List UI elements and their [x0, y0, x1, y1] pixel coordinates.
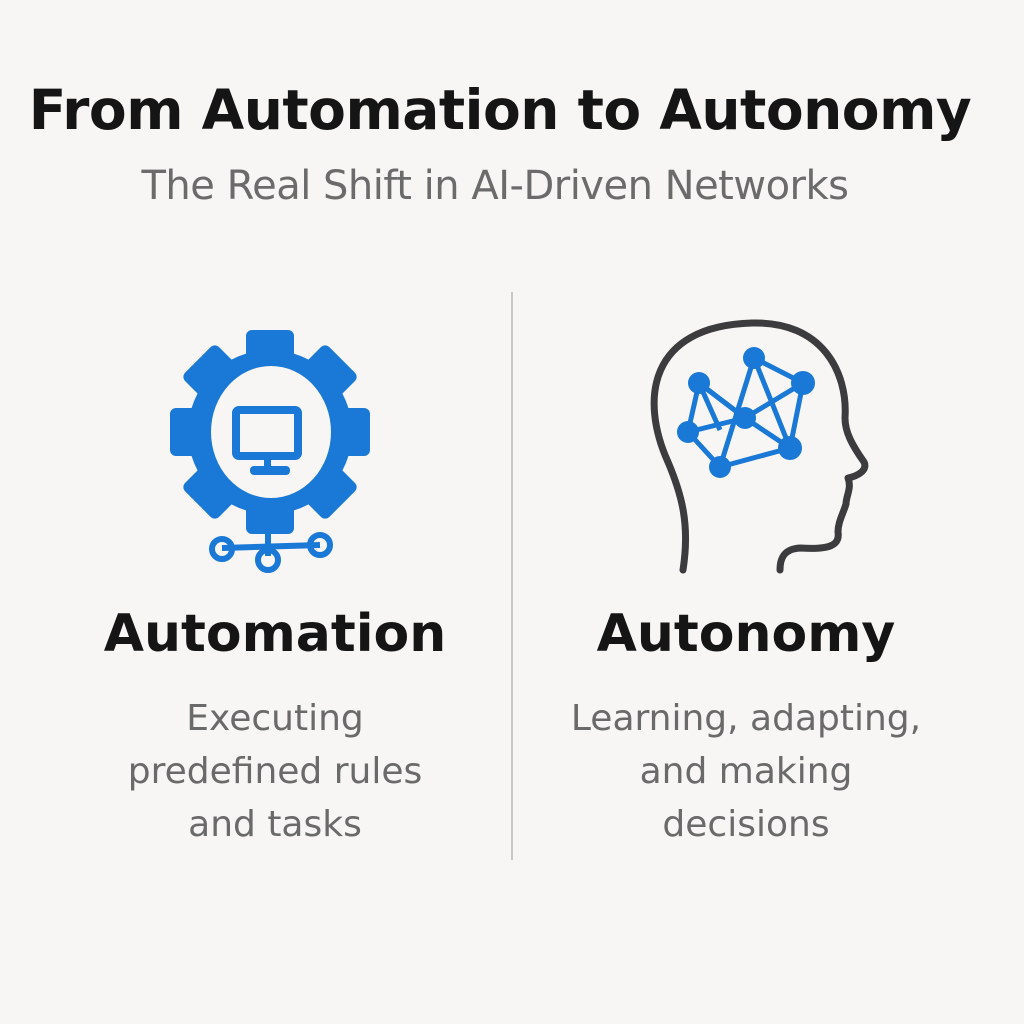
description-line: Executing	[186, 698, 364, 739]
gear-monitor-network-icon	[170, 330, 370, 573]
automation-description: Executing predefined rules and tasks	[19, 692, 531, 851]
head-neural-network-icon	[650, 319, 869, 574]
page-title: From Automation to Autonomy	[28, 78, 972, 142]
page-subtitle: The Real Shift in AI-Driven Networks	[141, 163, 849, 209]
autonomy-heading: Autonomy	[596, 604, 896, 664]
column-divider	[511, 292, 513, 860]
description-line: decisions	[662, 804, 830, 845]
autonomy-description: Learning, adapting, and making decisions	[490, 692, 1002, 851]
automation-heading: Automation	[103, 604, 447, 664]
description-line: and tasks	[188, 804, 362, 845]
description-line: predefined rules	[127, 751, 423, 792]
description-line: and making	[639, 751, 853, 792]
description-line: Learning, adapting,	[570, 698, 922, 739]
